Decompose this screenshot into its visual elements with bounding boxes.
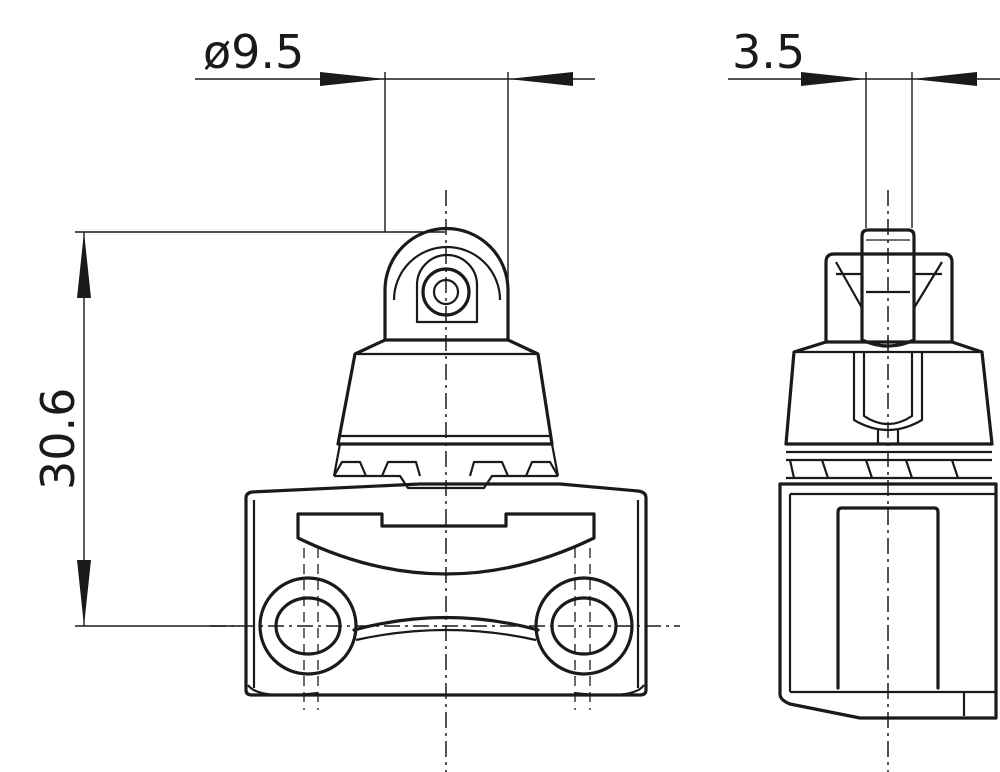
- diameter-dimension: ø9.5: [195, 25, 595, 300]
- side-view: 3.5: [728, 25, 1000, 772]
- front-view: ø9.5 30.6: [31, 25, 680, 772]
- height-dimension: 30.6: [31, 231, 445, 627]
- plunger-head-side: [784, 340, 994, 486]
- switch-body-side: [778, 482, 998, 720]
- diameter-label: ø9.5: [203, 25, 304, 79]
- roller-side: [824, 228, 954, 348]
- width-label: 3.5: [732, 25, 805, 79]
- width-dimension: 3.5: [728, 25, 1000, 228]
- height-label: 30.6: [31, 388, 85, 490]
